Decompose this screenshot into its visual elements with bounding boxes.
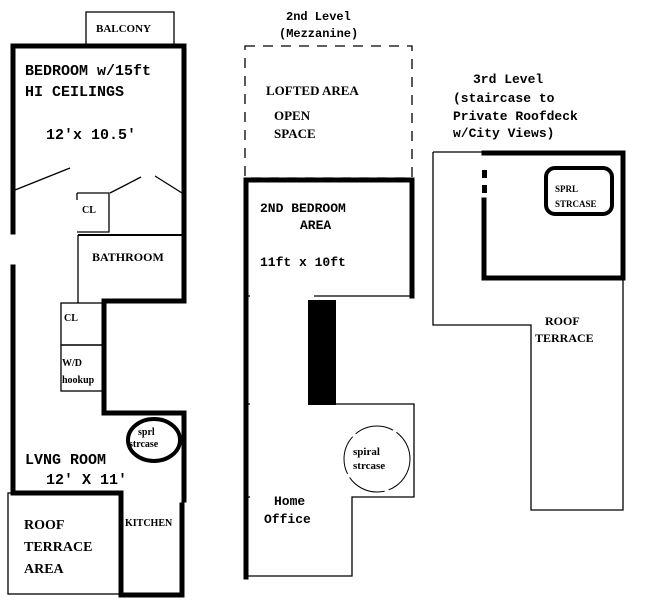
- spiral-staircase-3-line2: STRCASE: [555, 199, 597, 209]
- home-office-line1: Home: [274, 494, 305, 509]
- spiral-staircase-1-line2: strcase: [129, 439, 159, 450]
- home-office-line2: Office: [264, 512, 311, 527]
- spiral-staircase-3-line1: SPRL: [555, 184, 578, 194]
- level-3-wall-dash-1: [482, 170, 487, 178]
- door-swing-mid: [109, 176, 142, 194]
- railing-block: [308, 300, 336, 405]
- roof-terrace-area-line1: ROOF: [24, 518, 64, 533]
- level-2-title-line2: (Mezzanine): [279, 27, 358, 41]
- 2nd-bedroom-label-line1: 2ND BEDROOM: [260, 201, 346, 216]
- level-3-title-line4: w/City Views): [453, 126, 554, 141]
- living-room-label: LVNG ROOM: [25, 452, 106, 469]
- closet-2-label: CL: [64, 313, 78, 324]
- level-3-title-line1: 3rd Level: [473, 72, 543, 87]
- door-swing-left: [14, 167, 71, 191]
- closet-2-outline: [60, 302, 104, 346]
- level-3-roof-terrace-outline: [432, 152, 624, 511]
- home-office-outline: [246, 403, 415, 577]
- spiral-staircase-2: [343, 425, 411, 493]
- level-2-title-line1: 2nd Level: [286, 10, 351, 24]
- level-1-wall-kitchen: [118, 490, 185, 598]
- level-1-plan: BALCONY BEDROOM w/15ft HI CEILINGS 12'x …: [7, 11, 187, 598]
- open-space-line2: SPACE: [274, 126, 316, 141]
- level-3-title-line2: (staircase to: [453, 91, 555, 106]
- lofted-area-label: LOFTED AREA: [266, 83, 359, 98]
- open-space-line1: OPEN: [274, 108, 311, 123]
- kitchen-label: KITCHEN: [125, 518, 173, 529]
- level-3-plan: 3rd Level (staircase to Private Roofdeck…: [432, 72, 626, 511]
- bathroom-label: BATHROOM: [92, 250, 164, 264]
- level-1-wall-top-right: [10, 43, 187, 503]
- 2nd-bedroom-label-line2: AREA: [300, 218, 331, 233]
- level-3-roof-terrace-line1: ROOF: [545, 314, 580, 328]
- lofted-area-outline: [244, 45, 413, 179]
- bedroom-dimensions: 12'x 10.5': [46, 127, 136, 144]
- level-3-roof-terrace-line2: TERRACE: [535, 331, 594, 345]
- roof-terrace-area-outline: [7, 492, 122, 595]
- level-2-plan: 2nd Level (Mezzanine) LOFTED AREA OPEN S…: [243, 10, 415, 580]
- spiral-staircase-3: [544, 166, 614, 216]
- balcony-label: BALCONY: [96, 23, 151, 35]
- wd-hookup-label-line1: W/D: [62, 358, 82, 369]
- spiral-staircase-1: [126, 417, 182, 463]
- spiral-staircase-1-line1: sprl: [138, 427, 155, 438]
- level-3-title-line3: Private Roofdeck: [453, 109, 578, 124]
- closet-1-outline: [77, 192, 110, 233]
- wd-hookup-outline: [60, 344, 104, 392]
- level-2-bedroom-wall: [243, 177, 415, 299]
- 2nd-bedroom-dimensions: 11ft x 10ft: [260, 255, 346, 270]
- bedroom-label-line2: HI CEILINGS: [25, 84, 124, 101]
- level-3-enclosure-wall: [481, 150, 626, 281]
- roof-terrace-area-line3: AREA: [24, 562, 65, 577]
- door-swing-right: [154, 175, 183, 194]
- level-3-wall-dash-2: [482, 185, 487, 193]
- roof-terrace-area-line2: TERRACE: [24, 540, 92, 555]
- bedroom-label-line1: BEDROOM w/15ft: [25, 63, 151, 80]
- living-room-dimensions: 12' X 11': [46, 472, 127, 489]
- spiral-staircase-2-line2: strcase: [353, 460, 385, 472]
- spiral-staircase-2-line1: spiral: [353, 446, 380, 458]
- wd-hookup-label-line2: hookup: [62, 375, 95, 386]
- closet-1-label: CL: [82, 205, 96, 216]
